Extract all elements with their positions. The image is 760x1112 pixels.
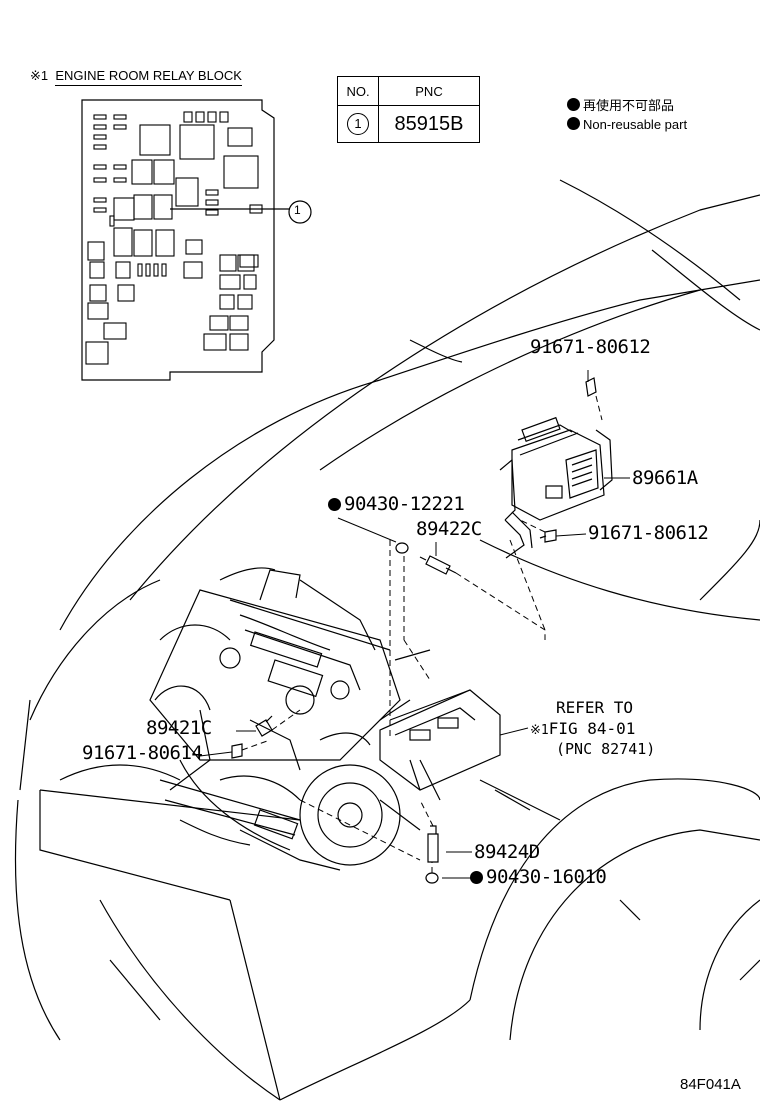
- part-label-90430-12221: 90430-12221: [328, 493, 465, 515]
- pnc-row-no: 1: [337, 105, 379, 143]
- part-label-89661A: 89661A: [632, 467, 698, 489]
- part-label-89424D: 89424D: [474, 841, 540, 863]
- part-label-91671-80612-top: 91671-80612: [530, 336, 651, 358]
- refer-line1: REFER TO: [556, 698, 634, 717]
- part-label-90430-16010: 90430-16010: [470, 866, 607, 888]
- relay-block-title: ENGINE ROOM RELAY BLOCK: [55, 68, 242, 86]
- relay-callout-number: 1: [294, 203, 301, 217]
- refer-line2: ※1FIG 84-01: [530, 719, 635, 738]
- install-dashed-lines: [241, 395, 603, 873]
- relay-block-heading: ※1 ENGINE ROOM RELAY BLOCK: [30, 68, 242, 86]
- pnc-header-pnc: PNC: [378, 76, 480, 106]
- part-label-89422C: 89422C: [416, 518, 482, 540]
- pnc-row-pnc: 85915B: [378, 105, 480, 143]
- non-reusable-dot-icon: [567, 117, 580, 130]
- pnc-table: NO. PNC 1 85915B: [337, 76, 480, 143]
- legend-en-text: Non-reusable part: [583, 117, 688, 132]
- relay-block-outline: [81, 99, 275, 381]
- refer-line3: (PNC 82741): [556, 740, 656, 758]
- callout-circle: [288, 200, 312, 224]
- legend-jp: 再使用不可部品: [567, 95, 674, 114]
- pnc-header-no: NO.: [337, 76, 379, 106]
- part-number-90430-12221: 90430-12221: [344, 493, 465, 515]
- non-reusable-dot-icon: [328, 498, 341, 511]
- refer-marker: ※1: [530, 723, 549, 738]
- small-parts: [231, 377, 597, 884]
- part-number-90430-16010: 90430-16010: [486, 866, 607, 888]
- legend-en: Non-reusable part: [567, 117, 687, 132]
- ecu-assembly: [499, 416, 613, 559]
- part-label-89421C: 89421C: [146, 717, 212, 739]
- figure-code: 84F041A: [680, 1076, 741, 1093]
- relay-block-marker: ※1: [30, 68, 49, 83]
- part-label-91671-80612-right: 91671-80612: [588, 522, 709, 544]
- legend-jp-text: 再使用不可部品: [583, 98, 675, 113]
- non-reusable-dot-icon: [470, 871, 483, 884]
- relay-block-components: [85, 111, 263, 365]
- non-reusable-dot-icon: [567, 98, 580, 111]
- pnc-row-no-value: 1: [347, 113, 369, 135]
- part-label-91671-80614: 91671-80614: [82, 742, 203, 764]
- engine-assembly: [149, 567, 441, 871]
- refer-fig: FIG 84-01: [548, 719, 636, 738]
- vehicle-body: [14, 179, 760, 1101]
- engine-relay-box: [379, 689, 501, 791]
- leader-lines: [199, 370, 630, 879]
